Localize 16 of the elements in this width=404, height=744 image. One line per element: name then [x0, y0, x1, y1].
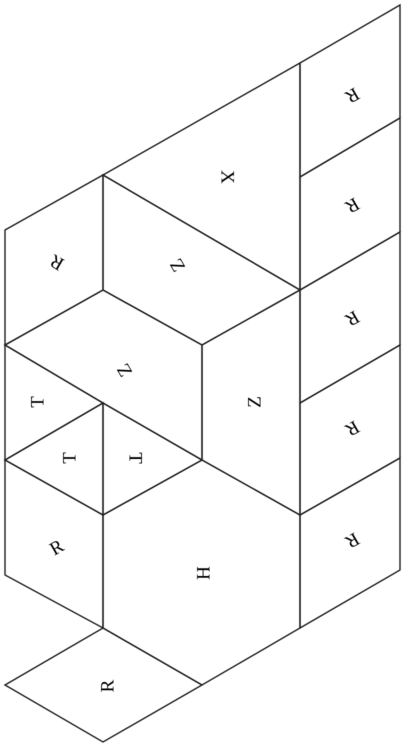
tile-letter: R	[46, 250, 68, 274]
tile-letter: T	[60, 452, 80, 464]
tile-letter: R	[342, 416, 362, 440]
tile-letter: R	[342, 306, 362, 330]
tile-letter: R	[342, 194, 362, 216]
tile-letter: X	[218, 170, 236, 184]
tile-letter: Z	[114, 360, 136, 380]
tile-letter: T	[126, 452, 144, 464]
tile-letter: R	[46, 536, 68, 560]
tile-letter: R	[342, 84, 362, 106]
tile-letter: Z	[166, 255, 190, 275]
tile-letter: Z	[246, 396, 264, 408]
tile-letter: R	[342, 528, 362, 552]
tile-letter: T	[28, 396, 48, 408]
tile-letter: R	[98, 680, 118, 692]
tile-letter: H	[194, 566, 214, 580]
